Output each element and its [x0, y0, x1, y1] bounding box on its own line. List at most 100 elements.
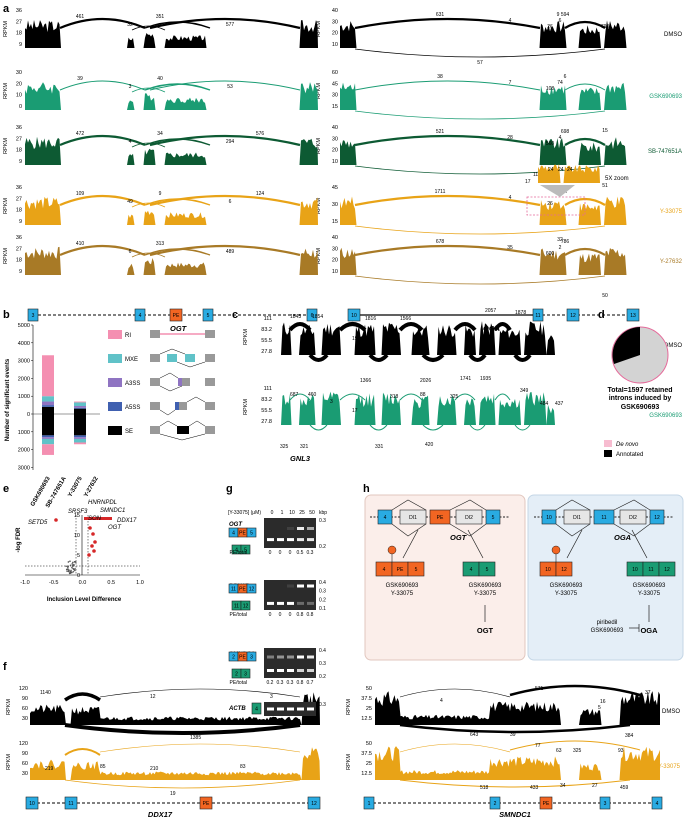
a-ogt-arc	[59, 17, 146, 30]
b-legend-MXE: MXE	[125, 357, 138, 363]
f-smn-tick: 50	[366, 741, 372, 747]
a-oga-exon-11: 11	[535, 313, 540, 319]
b-schem-exon	[150, 378, 160, 386]
a-ogt-arc-label: 49	[127, 199, 133, 205]
g-pe-value: 0.8	[297, 680, 304, 686]
g-bottom-exon: 12	[243, 604, 249, 610]
a-oga-exon-12: 12	[570, 313, 576, 319]
g-gel-SMNDC1	[264, 648, 316, 678]
b-schem-exon	[205, 378, 215, 386]
g-top-exon: 4	[232, 531, 235, 537]
b-bar-RI	[74, 401, 86, 403]
h-right-inhibitor-0: piribedil	[597, 620, 618, 626]
a-oga-arc-label: 698	[561, 129, 570, 135]
a-ogt-exon-3: 3	[32, 313, 35, 319]
c-dmso-arc-label: 19	[352, 336, 358, 342]
g-band	[277, 601, 284, 605]
a-oga-rpkm-4: RPKM	[316, 248, 322, 264]
c-arc-up	[338, 322, 367, 332]
g-pe-value: 0.8	[307, 612, 314, 618]
c-arc-up	[339, 393, 366, 401]
a-ogt-tick: 18	[16, 31, 22, 37]
f-smn-tick: 25	[366, 761, 372, 767]
h-right-bg	[527, 494, 684, 661]
b-bar-A5SS	[42, 405, 54, 407]
a-oga-tick: 45	[332, 81, 338, 87]
a-ogt-arc	[131, 142, 166, 148]
e-gene-SRSF3: SRSF3	[68, 509, 88, 515]
a-zoom-num: 11	[533, 172, 538, 178]
c-arc-down	[309, 424, 328, 431]
c-arc-down	[369, 424, 388, 431]
c-gsk-arc-label: 437	[555, 401, 564, 407]
g-band	[267, 601, 274, 605]
a-zoom-num: 24	[558, 167, 564, 173]
g-band	[307, 584, 314, 588]
c-arc-down	[513, 353, 532, 362]
b-schem-alt	[175, 402, 179, 410]
a-ogt-arc-label: 53	[227, 84, 233, 90]
a-zoom-num: 24	[548, 167, 554, 173]
a-ogt-exon-3-box	[27, 308, 39, 322]
a-zoom-label: 5X zoom	[605, 176, 629, 182]
g-pe-value: 0	[269, 612, 272, 618]
a-oga-exon-11-box	[532, 308, 544, 322]
b-legend-swatch-RI	[108, 330, 122, 339]
b-ytick-6: 1000	[18, 430, 30, 436]
b-bar-RI	[42, 444, 54, 455]
a-ogt-tick: 9	[19, 219, 22, 225]
c-dmso-arc-label: 1878	[515, 310, 526, 316]
a-oga-tick: 30	[332, 136, 338, 142]
b-ylabel: Number of significant events	[5, 358, 11, 441]
a-ogt-arc	[144, 21, 211, 29]
a-zoom-num: 17	[525, 179, 531, 185]
g-gel-OGT	[264, 518, 316, 548]
e-point	[72, 564, 74, 567]
e-ytick: 15	[74, 513, 80, 519]
a-oga-arc-label: 521	[436, 129, 445, 135]
a-oga-arc-label: 9	[557, 12, 560, 18]
f-ddx-arc	[99, 688, 301, 698]
a-oga-tick: 40	[332, 235, 338, 241]
g-pe-value: 0.8	[297, 612, 304, 618]
g-top-exon: PE	[239, 655, 246, 661]
c-dmso-arc-label: 1935	[480, 376, 491, 382]
a-oga-tick: 30	[332, 19, 338, 25]
f-smn-exon-2-box	[489, 796, 501, 810]
panel-d: Total=1597 retained introns induced by G…	[604, 326, 673, 458]
c-row-label-0: DMSO	[664, 343, 682, 349]
b-category-2: Y-33075	[67, 475, 84, 498]
f-smn-exon-pe-box	[539, 796, 553, 810]
d-pie-annotated	[612, 327, 640, 364]
g-dose-0: 0	[271, 510, 274, 516]
a-oga-arc-skip	[354, 110, 606, 120]
a-ogt-coverage-1	[25, 82, 318, 110]
a-oga-arc-label: 28	[507, 135, 513, 141]
a-ogt-arc	[131, 25, 166, 31]
h-right-exon-4-box	[649, 509, 665, 525]
c-gsk-arc-label: 460	[308, 392, 317, 398]
g-band	[287, 538, 294, 542]
g-band	[297, 601, 304, 605]
a-ogt-arc	[149, 194, 301, 207]
a-ogt-arc	[144, 198, 211, 206]
c-tick: 83.2	[261, 397, 272, 403]
c-gsk-arc-label: 3	[330, 399, 333, 405]
a-ogt-tick: 27	[16, 246, 22, 252]
b-ytick-5: 0	[27, 412, 30, 418]
e-ylabel: -log FDR	[16, 527, 22, 553]
g-pe-value: 0	[269, 550, 272, 556]
a-oga-coverage-0	[340, 20, 630, 48]
panel-label-b: b	[3, 309, 10, 321]
panel-label-c: c	[232, 309, 238, 321]
f-ddx-tick: 90	[22, 751, 28, 757]
a-ogt-arc	[59, 134, 146, 147]
g-size: 0.4	[319, 648, 326, 654]
a-ogt-arc-label: 489	[226, 249, 235, 255]
a-ogt-tick: 27	[16, 196, 22, 202]
h-right-drug1-1: Y-33075	[555, 591, 578, 597]
b-schem-exon	[205, 354, 215, 362]
g-band	[287, 707, 294, 711]
a-ogt-rpkm-2: RPKM	[3, 138, 9, 154]
f-smn-arc	[509, 740, 641, 751]
